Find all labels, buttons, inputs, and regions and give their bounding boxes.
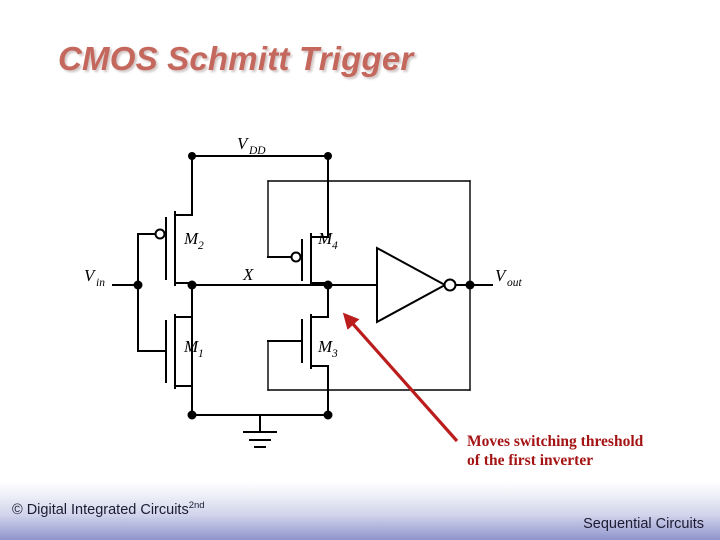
label-m1-m: M [183,337,199,356]
footer-section-label: Sequential Circuits [583,516,704,532]
footer-copyright-text: © Digital Integrated Circuits [12,501,189,518]
label-vdd: V DD [237,134,266,157]
label-m1-sub: 1 [198,348,204,360]
label-m3-m: M [317,337,333,356]
label-vdd-sub: DD [248,145,266,157]
label-node-x: X [242,265,254,284]
label-m4-sub: 4 [332,240,338,252]
annotation-arrow [342,312,459,443]
m2-pmos-bubble-icon [154,228,166,240]
footer-gradient-band [0,482,720,540]
label-m2-m: M [183,229,199,248]
label-vin-sub: in [96,277,105,289]
inverter-bubble-icon [443,278,457,292]
label-m3-sub: 3 [331,348,338,360]
m4-pmos-bubble-icon [290,251,302,263]
label-vin-v: V [84,266,97,285]
inverter-triangle [376,246,448,324]
annotation-line-1: Moves switching threshold [467,433,644,450]
label-m4: M 4 [317,229,338,252]
label-vdd-v: V [237,134,250,153]
junction-dot-gnd-left [187,410,197,420]
footer-copyright-superscript: 2nd [188,500,205,511]
page-title: CMOS Schmitt Trigger [58,40,414,77]
junction-dot-vdd-left [188,152,196,160]
junction-dot-vdd-right [324,152,332,160]
label-vout: V out [495,266,523,289]
junction-dot-x-right [323,280,333,290]
footer-copyright: © Digital Integrated Circuits2nd [12,500,205,518]
label-m4-m: M [317,229,333,248]
label-m1: M 1 [183,337,204,360]
junction-dot-vin [133,280,143,290]
label-vin: V in [84,266,105,289]
label-m3: M 3 [317,337,338,360]
junction-dot-gnd-right [323,410,333,420]
label-vout-v: V [495,266,508,285]
junction-dot-x-left [187,280,197,290]
label-vout-sub: out [507,277,523,289]
label-m2: M 2 [183,229,204,252]
annotation-line-2: of the first inverter [467,452,594,469]
annotation-text: Moves switching threshold of the first i… [467,432,707,470]
junction-dot-vout [465,280,475,290]
label-m2-sub: 2 [198,240,204,252]
